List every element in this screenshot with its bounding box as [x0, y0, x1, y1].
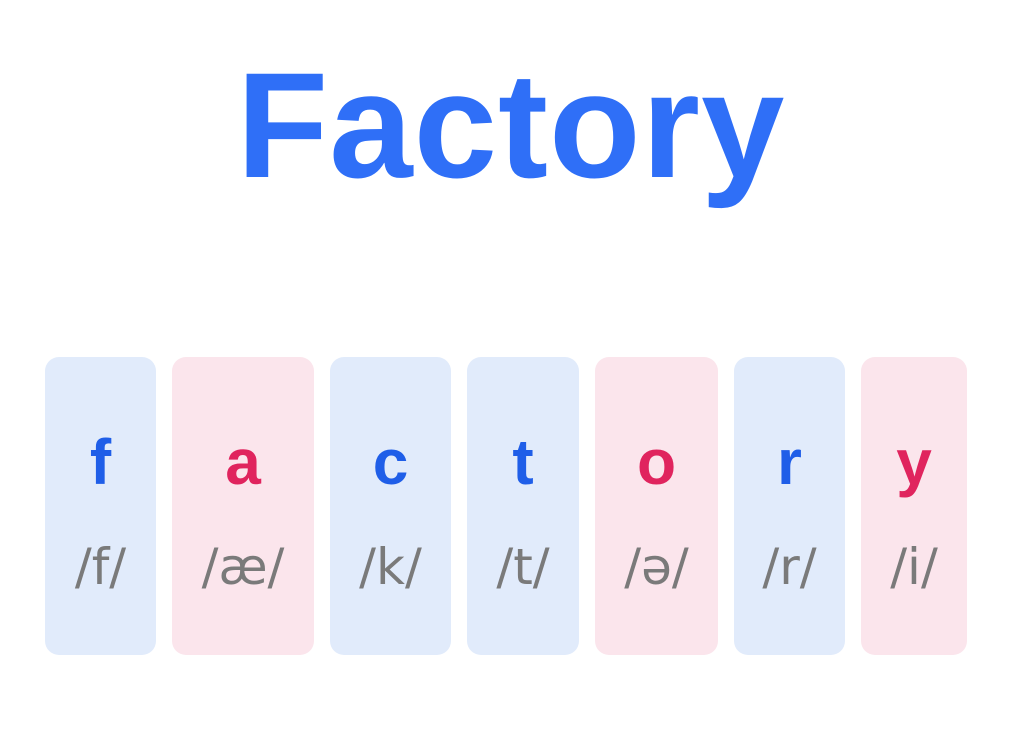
tile-letter: c	[372, 426, 409, 498]
tile-phoneme: /i/	[890, 538, 938, 596]
tile-letter: o	[636, 426, 677, 498]
letter-tile-a: a /æ/	[172, 357, 314, 655]
letter-tile-c: c /k/	[330, 357, 451, 655]
tile-phoneme: /r/	[762, 538, 817, 596]
tile-phoneme: /k/	[359, 538, 422, 596]
tile-phoneme: /t/	[496, 538, 550, 596]
letter-tile-o: o /ə/	[595, 357, 718, 655]
tile-phoneme: /ə/	[624, 538, 689, 596]
letter-tile-y: y /i/	[861, 357, 967, 655]
phoneme-tiles: f /f/ a /æ/ c /k/ t /t/ o /ə/ r /r/ y /i…	[0, 357, 1022, 655]
tile-letter: t	[512, 426, 534, 498]
tile-phoneme: /f/	[74, 538, 127, 596]
letter-tile-t: t /t/	[467, 357, 579, 655]
tile-letter: r	[777, 426, 802, 498]
word-title: Factory	[236, 41, 786, 209]
tile-letter: f	[89, 426, 112, 498]
tile-letter: y	[896, 426, 932, 498]
tile-phoneme: /æ/	[201, 538, 285, 596]
letter-tile-f: f /f/	[45, 357, 156, 655]
letter-tile-r: r /r/	[734, 357, 845, 655]
tile-letter: a	[225, 426, 261, 498]
